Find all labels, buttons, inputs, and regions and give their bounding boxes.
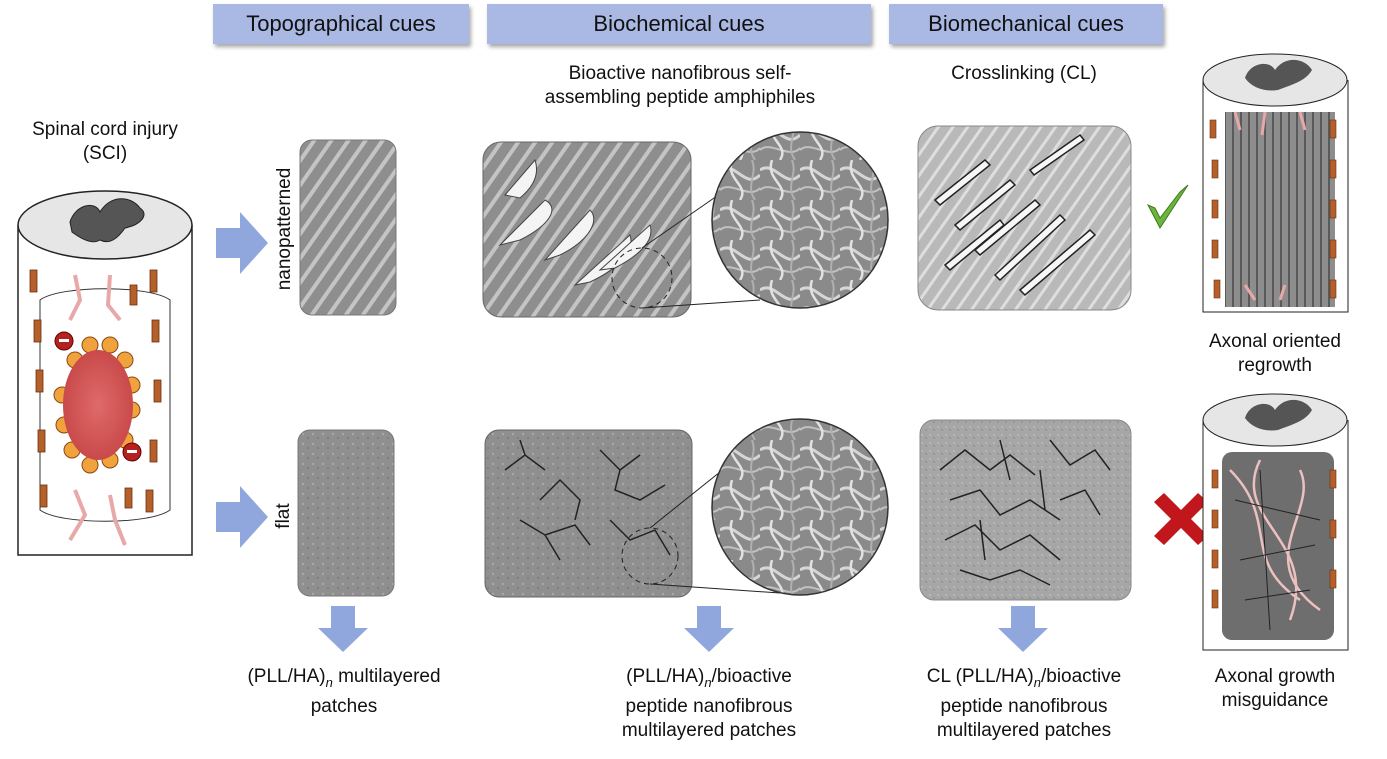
pa-caption: Bioactive nanofibrous self-assembling pe… <box>544 63 816 108</box>
header-topographical: Topographical cues <box>213 4 469 44</box>
pa-flat-panel <box>484 429 693 598</box>
misguidance-cord-bottom <box>1202 393 1349 651</box>
check-icon <box>1146 184 1189 229</box>
nanopatterned-patch <box>299 139 397 316</box>
header-biochemical: Biochemical cues <box>487 4 871 44</box>
sci-label: Spinal cord injury(SCI) <box>32 119 178 164</box>
cl-flat-panel <box>919 419 1132 601</box>
patch-label-1: (PLL/HA)n multilayered patches <box>247 666 441 717</box>
cross-icon <box>1154 493 1208 545</box>
arrows-down <box>318 606 1048 652</box>
pa-nanopatterned-panel <box>482 141 692 318</box>
patch-label-2: (PLL/HA)n/bioactive peptide nanofibrous … <box>621 666 797 741</box>
row-label-flat: flat <box>273 503 294 529</box>
arrows-right <box>216 212 268 548</box>
sem-zoom-bottom <box>649 418 889 596</box>
row-label-nanopatterned: nanopatterned <box>274 167 295 291</box>
flat-patch <box>297 429 395 597</box>
patch-label-3: CL (PLL/HA)n/bioactive peptide nanofibro… <box>926 666 1122 741</box>
cl-nanopatterned-panel <box>917 125 1132 311</box>
sem-zoom-top <box>641 131 889 309</box>
spinal-cord-illustration <box>17 190 193 556</box>
header-biomechanical: Biomechanical cues <box>889 4 1163 44</box>
cl-caption: Crosslinking (CL) <box>951 63 1097 84</box>
regrowth-cord-top <box>1202 53 1349 313</box>
